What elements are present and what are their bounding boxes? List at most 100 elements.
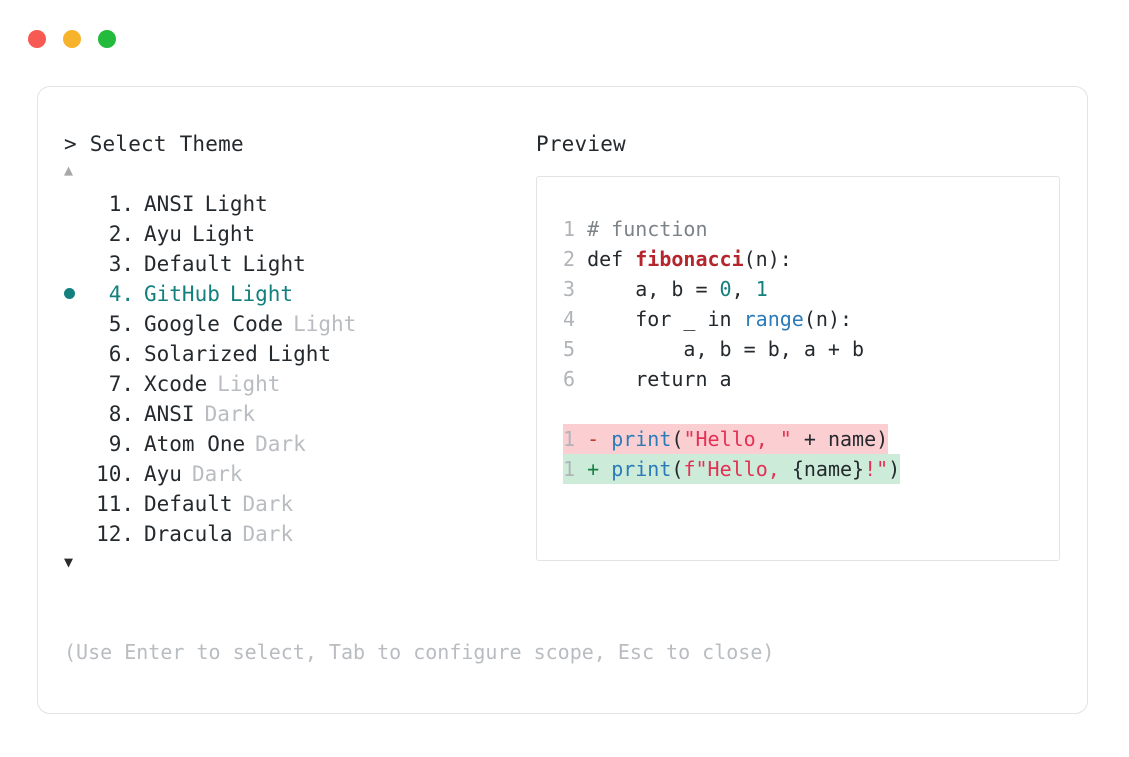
theme-list-item[interactable]: 6. Solarized Light	[64, 339, 534, 369]
code-token: fibonacci	[635, 247, 744, 271]
code-token: def	[587, 247, 636, 271]
theme-list-item[interactable]: 12. Dracula Dark	[64, 519, 534, 549]
code-token: # function	[587, 217, 708, 241]
line-number: 2	[563, 247, 588, 271]
code-token: !"	[864, 457, 889, 481]
selected-bullet-icon	[64, 281, 92, 311]
theme-item-index: 2.	[108, 222, 134, 246]
page-title: > Select Theme	[64, 131, 534, 157]
code-token: "Hello, "	[683, 427, 792, 451]
theme-item-variant: Light	[293, 312, 357, 336]
theme-item-variant: Dark	[242, 492, 294, 516]
diff-added-line: 1 + print(f"Hello, {name}!")	[563, 454, 901, 484]
prompt-symbol: >	[64, 132, 77, 156]
line-number: 1	[563, 457, 588, 481]
bullet-dot-icon	[64, 287, 75, 299]
code-line: 5 a, b = b, a + b	[563, 334, 1059, 364]
theme-item-variant: Light	[217, 372, 281, 396]
theme-item-variant: Dark	[242, 522, 294, 546]
window-controls	[28, 30, 116, 48]
code-token: (n):	[743, 247, 792, 271]
theme-item-index: 5.	[108, 312, 134, 336]
scroll-up-arrow-icon[interactable]: ▲	[64, 161, 74, 179]
theme-item-name: Default	[144, 252, 233, 276]
maximize-button[interactable]	[98, 30, 116, 48]
theme-list-item[interactable]: 4. GitHub Light	[64, 279, 534, 309]
line-number: 4	[563, 307, 588, 331]
code-token: (	[671, 427, 684, 451]
code-line: 6 return a	[563, 364, 1059, 394]
theme-item-index: 11.	[96, 492, 134, 516]
code-token: print	[611, 457, 672, 481]
theme-list-item[interactable]: 1. ANSI Light	[64, 189, 534, 219]
diff-removed-line: 1 - print("Hello, " + name)	[563, 424, 889, 454]
theme-item-name: Ayu	[144, 462, 182, 486]
scroll-down-arrow-icon[interactable]: ▼	[64, 553, 74, 571]
theme-item-index: 8.	[108, 402, 134, 426]
page-title-text: Select Theme	[89, 132, 244, 156]
code-token: a, b =	[587, 277, 720, 301]
line-number: 5	[563, 337, 588, 361]
code-token: + name	[791, 427, 877, 451]
theme-item-variant: Light	[242, 252, 306, 276]
code-line: 3 a, b = 0, 1	[563, 274, 1059, 304]
theme-item-index: 9.	[108, 432, 134, 456]
line-number: 3	[563, 277, 588, 301]
theme-item-variant: Light	[229, 282, 294, 306]
code-token: ,	[731, 277, 756, 301]
theme-list-item[interactable]: 7. Xcode Light	[64, 369, 534, 399]
theme-item-name: Dracula	[144, 522, 233, 546]
theme-item-index: 3.	[108, 252, 134, 276]
theme-list-item[interactable]: 5. Google Code Light	[64, 309, 534, 339]
theme-list-item[interactable]: 10. Ayu Dark	[64, 459, 534, 489]
theme-item-index: 4.	[108, 282, 134, 306]
code-token: (	[671, 457, 684, 481]
code-token: {name}	[791, 457, 865, 481]
code-token: 0	[719, 277, 732, 301]
code-line: 2 def fibonacci(n):	[563, 244, 1059, 274]
close-button[interactable]	[28, 30, 46, 48]
keyboard-hint: (Use Enter to select, Tab to configure s…	[64, 640, 775, 664]
theme-item-name: Ayu	[144, 222, 182, 246]
code-line: 4 for _ in range(n):	[563, 304, 1059, 334]
line-number: 1	[563, 427, 588, 451]
theme-item-index: 1.	[108, 192, 134, 216]
theme-item-index: 12.	[96, 522, 134, 546]
theme-item-variant: Light	[191, 222, 256, 246]
theme-item-index: 7.	[108, 372, 134, 396]
code-token: )	[888, 457, 901, 481]
theme-item-name: Xcode	[144, 372, 208, 396]
theme-item-index: 10.	[96, 462, 134, 486]
minimize-button[interactable]	[63, 30, 81, 48]
theme-item-variant: Light	[267, 342, 332, 366]
code-token: range	[743, 307, 804, 331]
theme-item-name: Solarized	[144, 342, 258, 366]
theme-item-index: 6.	[108, 342, 134, 366]
theme-item-variant: Dark	[191, 462, 243, 486]
theme-item-name: Google Code	[144, 312, 284, 336]
code-token: return a	[587, 367, 732, 391]
diff-sign: -	[587, 427, 612, 451]
line-number: 6	[563, 367, 588, 391]
code-token: (n):	[803, 307, 853, 331]
theme-item-name: ANSI	[144, 192, 195, 216]
theme-item-name: GitHub	[144, 282, 220, 306]
theme-item-variant: Light	[204, 192, 268, 216]
preview-label: Preview	[536, 132, 626, 156]
code-token: print	[611, 427, 672, 451]
theme-item-name: ANSI	[144, 402, 195, 426]
line-number: 1	[563, 217, 588, 241]
diff-sign: +	[587, 457, 612, 481]
code-token: 1	[755, 277, 768, 301]
theme-list-item[interactable]: 2. Ayu Light	[64, 219, 534, 249]
theme-list-item[interactable]: 3. Default Light	[64, 249, 534, 279]
code-token: )	[876, 427, 889, 451]
